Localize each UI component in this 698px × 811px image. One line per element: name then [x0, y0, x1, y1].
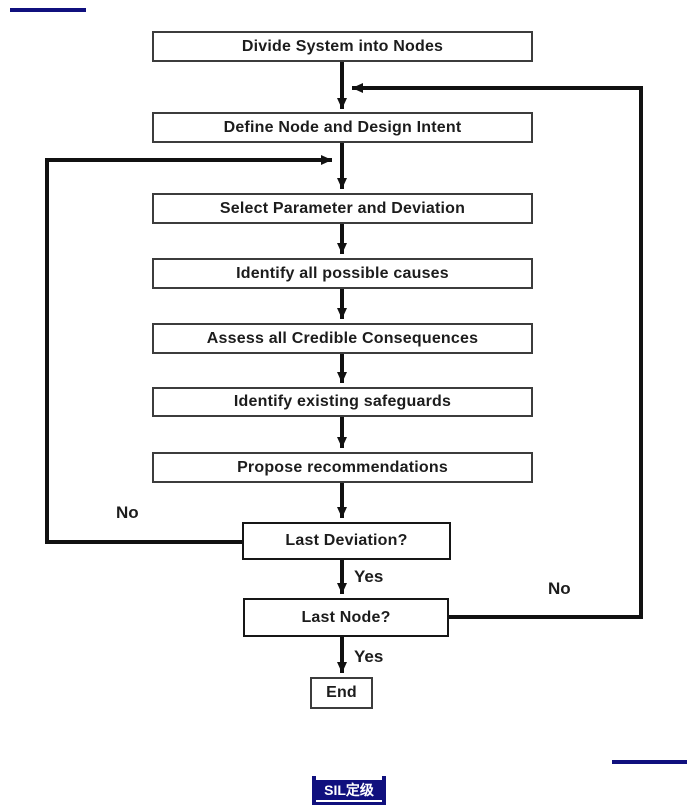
sil-badge-underline: [312, 802, 386, 805]
flow-box-propose-recommendations-label: Propose recommendations: [237, 458, 448, 476]
flow-box-define-node-label: Define Node and Design Intent: [223, 118, 462, 136]
flow-box-last-deviation-label: Last Deviation?: [285, 532, 408, 549]
flow-box-identify-causes-label: Identify all possible causes: [236, 264, 449, 282]
flow-box-assess-consequences-label: Assess all Credible Consequences: [206, 329, 479, 347]
bottom-right-rule: [612, 760, 687, 764]
sil-badge-left-cap: [312, 776, 316, 805]
sil-badge-right-cap: [382, 776, 386, 805]
sil-rating-badge[interactable]: SIL定级: [312, 776, 386, 805]
flow-box-identify-safeguards-label: Identify existing safeguards: [233, 393, 452, 410]
flow-box-define-node: Define Node and Design Intent: [152, 112, 533, 143]
flow-box-identify-safeguards: Identify existing safeguards: [152, 387, 533, 417]
flow-box-divide-system: Divide System into Nodes: [152, 31, 533, 62]
flow-box-end-label: End: [326, 684, 357, 701]
flow-box-assess-consequences: Assess all Credible Consequences: [152, 323, 533, 354]
flow-box-select-parameter: Select Parameter and Deviation: [152, 193, 533, 224]
edge-label-no-left: No: [116, 503, 139, 522]
edge-label-yes-deviation: Yes: [354, 567, 384, 586]
flow-box-end: End: [310, 677, 373, 709]
flow-box-propose-recommendations: Propose recommendations: [152, 452, 533, 483]
sil-badge-label: SIL定级: [316, 780, 382, 800]
edge-node-no-loop: [352, 83, 643, 619]
flow-box-last-node: Last Node?: [243, 598, 449, 637]
flow-box-last-node-label: Last Node?: [301, 608, 391, 626]
top-left-rule: [10, 8, 86, 12]
edge-label-yes-node: Yes: [354, 647, 384, 666]
flow-box-divide-system-label: Divide System into Nodes: [241, 37, 444, 55]
flow-box-last-deviation: Last Deviation?: [242, 522, 451, 560]
edge-deviation-no-loop: [45, 155, 332, 544]
flow-box-identify-causes: Identify all possible causes: [152, 258, 533, 289]
edge-label-no-right: No: [548, 579, 571, 598]
flow-box-select-parameter-label: Select Parameter and Deviation: [219, 199, 466, 217]
